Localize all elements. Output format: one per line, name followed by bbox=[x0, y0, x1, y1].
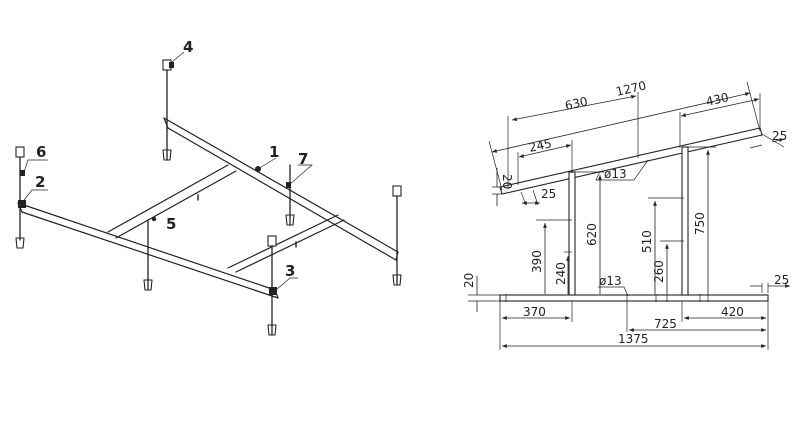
label-25-top: 25 bbox=[772, 129, 787, 143]
rail-end-caps bbox=[17, 117, 399, 299]
label-630: 630 bbox=[564, 94, 589, 113]
callout-2: 2 bbox=[35, 173, 45, 191]
label-510: 510 bbox=[640, 230, 654, 253]
frame-isometric-view: 4 1 7 6 2 5 3 bbox=[15, 38, 402, 336]
label-260: 260 bbox=[652, 260, 666, 283]
dim-630 bbox=[511, 95, 637, 121]
label-240: 240 bbox=[554, 262, 568, 285]
label-370: 370 bbox=[523, 305, 546, 319]
callout-6: 6 bbox=[36, 143, 46, 161]
callout-1: 1 bbox=[269, 143, 279, 161]
label-620: 620 bbox=[585, 223, 599, 246]
label-25-lower: 25 bbox=[774, 273, 789, 287]
leader-1 bbox=[257, 157, 277, 170]
leader-3 bbox=[275, 277, 298, 291]
callout-7: 7 bbox=[298, 150, 308, 168]
label-20-upper: 20 bbox=[500, 174, 514, 189]
back-rail bbox=[163, 117, 399, 261]
callout-4: 4 bbox=[183, 38, 193, 56]
label-d13-upper: ø13 bbox=[604, 167, 627, 181]
legs bbox=[15, 59, 402, 336]
leader-2 bbox=[23, 189, 48, 201]
post-750 bbox=[681, 146, 689, 296]
frame-joints bbox=[18, 62, 291, 295]
dim-430 bbox=[680, 98, 760, 117]
base-ticks bbox=[505, 294, 709, 302]
label-245: 245 bbox=[528, 136, 553, 155]
post-620 bbox=[568, 171, 576, 296]
leader-7 bbox=[288, 164, 313, 186]
dim-25-top bbox=[749, 139, 784, 149]
dim-245 bbox=[518, 144, 572, 158]
label-20-lower: 20 bbox=[462, 273, 476, 288]
label-725: 725 bbox=[654, 317, 677, 331]
leader-d13-lower bbox=[598, 286, 629, 297]
label-1375: 1375 bbox=[618, 332, 649, 346]
callout-3: 3 bbox=[285, 262, 295, 280]
callout-5: 5 bbox=[166, 215, 176, 233]
leader-d13-upper bbox=[595, 159, 649, 181]
label-420: 420 bbox=[721, 305, 744, 319]
label-750: 750 bbox=[693, 212, 707, 235]
front-rail bbox=[17, 202, 279, 299]
label-390: 390 bbox=[530, 250, 544, 273]
label-1270: 1270 bbox=[615, 79, 648, 99]
label-25-left: 25 bbox=[541, 187, 556, 201]
rail-marks bbox=[197, 194, 297, 248]
leader-4 bbox=[171, 51, 185, 63]
label-430: 430 bbox=[705, 90, 730, 109]
label-d13-lower: ø13 bbox=[599, 274, 622, 288]
leader-6 bbox=[23, 159, 48, 173]
side-view-dimensions: 1270 630 430 245 25 ø13 20 25 620 bbox=[462, 79, 790, 350]
cross-rail-left bbox=[107, 164, 237, 239]
cross-rail-right bbox=[227, 214, 345, 273]
base-rail bbox=[499, 294, 769, 302]
